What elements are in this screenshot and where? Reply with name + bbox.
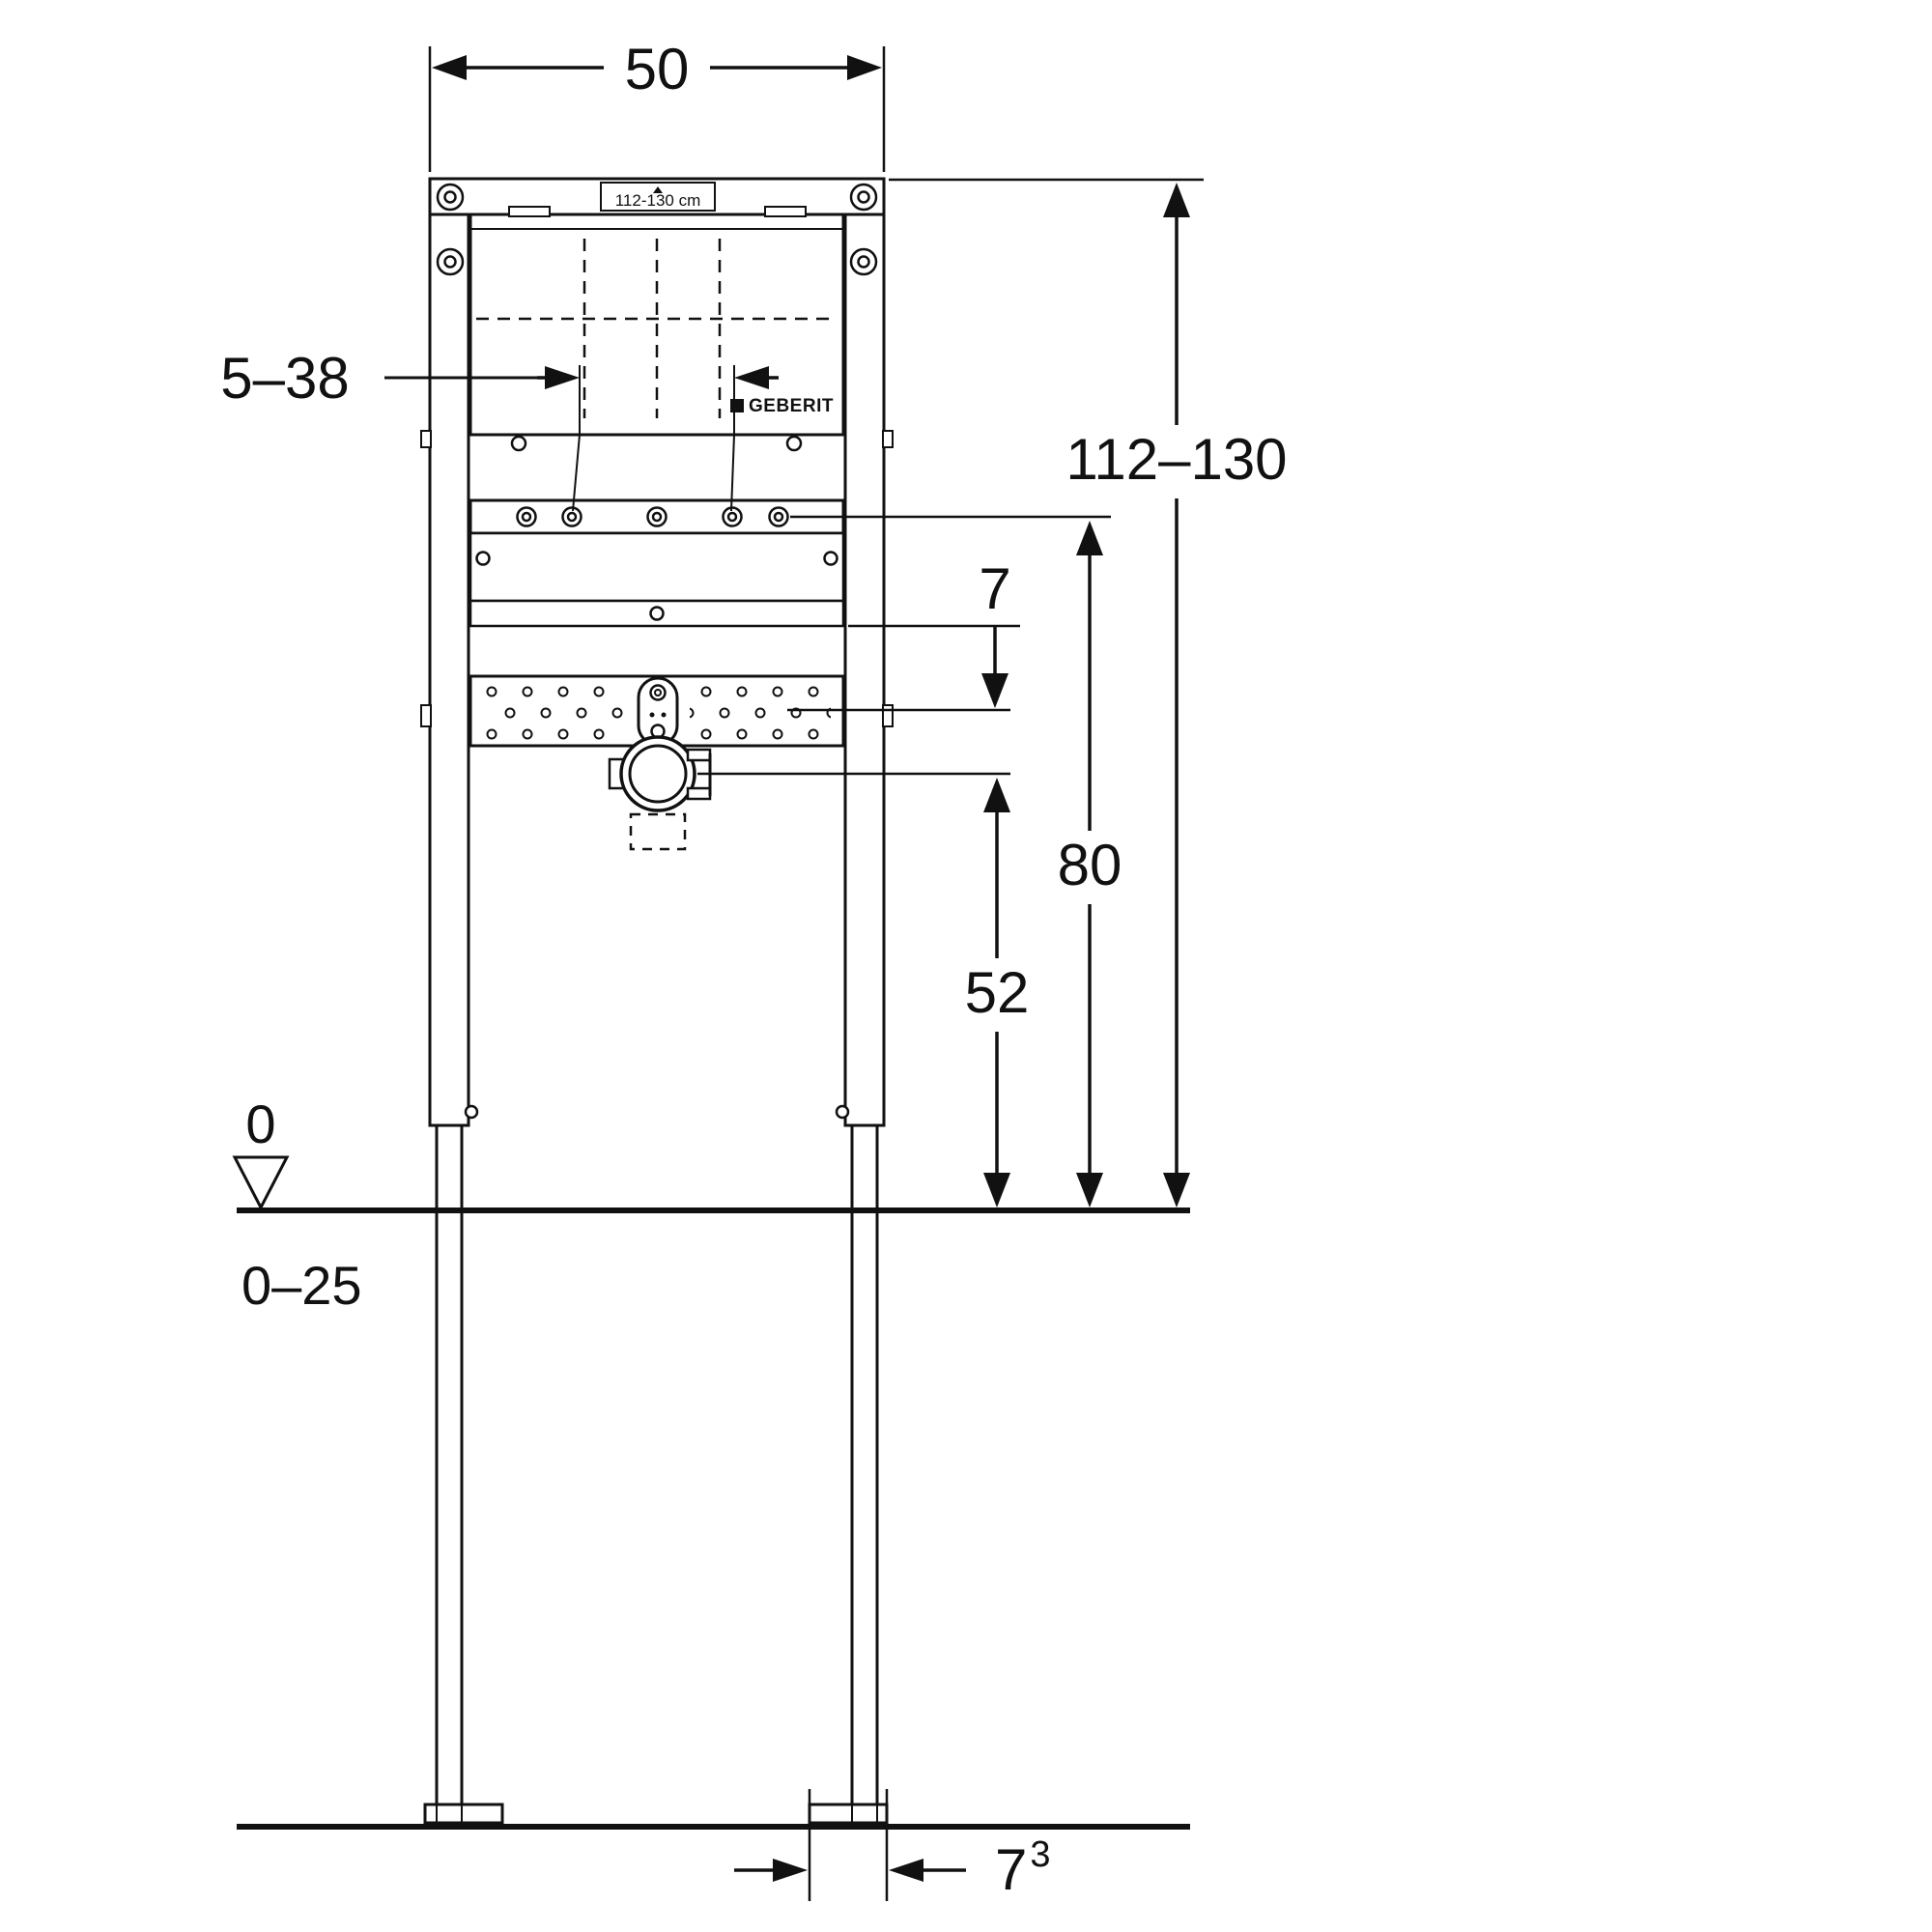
- frame-adjustment-label: 112-130 cm: [615, 191, 701, 210]
- arrow-down-icon: [981, 673, 1009, 708]
- dim-height-range-label: 112–130: [1065, 427, 1287, 492]
- dim-offset-top: [981, 626, 1009, 708]
- floor-buildup-label: 0–25: [242, 1255, 362, 1316]
- left-rail: [428, 177, 470, 1127]
- dim-offset-top-label: 7: [979, 556, 1010, 621]
- arrow-left-icon: [889, 1859, 923, 1882]
- supply-crossbar-holes: [516, 506, 789, 527]
- arrow-right-icon: [545, 366, 580, 389]
- dimension-annotations: [384, 46, 1204, 1901]
- plate-hook-tab-right: [764, 206, 807, 217]
- dim-width-label: 50: [625, 37, 690, 101]
- arrow-right-icon: [773, 1859, 808, 1882]
- brand-logo-text: GEBERIT: [749, 396, 834, 416]
- middle-crossbar: [469, 531, 845, 603]
- level-triangle-icon: [232, 1155, 290, 1211]
- dim-drain-height: [983, 778, 1010, 1208]
- thin-crossbar-hole: [649, 606, 665, 621]
- right-leg-clamp-screw: [835, 1104, 850, 1120]
- arrow-right-icon: [847, 55, 882, 80]
- dim-height-range: [1163, 183, 1190, 1208]
- floor-lines: [232, 1155, 1190, 1830]
- dim-foot-depth-label: 73: [995, 1834, 1051, 1902]
- left-leg: [435, 1123, 464, 1806]
- dim-supply-height-label: 80: [1058, 833, 1122, 897]
- arrow-up-icon: [1076, 521, 1103, 555]
- frame-structure: [420, 177, 894, 1825]
- right-foot: [808, 1803, 889, 1825]
- arrow-down-icon: [983, 1173, 1010, 1208]
- crossbar-screw-left: [475, 551, 491, 566]
- arrow-left-icon: [734, 366, 769, 389]
- left-foot: [423, 1803, 504, 1825]
- arrow-down-icon: [1163, 1173, 1190, 1208]
- plate-hook-tab-left: [508, 206, 551, 217]
- labels: 50 5–38 112–130 7 80 52 0 0–25 73 112-13…: [220, 37, 1287, 1902]
- central-fixing-slot: [637, 676, 679, 747]
- plate-bottom-screw-left: [510, 435, 527, 452]
- dim-drain-height-label: 52: [965, 960, 1030, 1025]
- right-rail: [843, 177, 886, 1127]
- drain-pipe-clamp: [608, 735, 712, 812]
- dim-supply-height: [1076, 521, 1103, 1208]
- arrow-up-icon: [1163, 183, 1190, 217]
- right-leg: [850, 1123, 879, 1806]
- dim-plate-range-label: 5–38: [220, 346, 349, 411]
- rail-tabs: [420, 430, 894, 727]
- floor-zero-label: 0: [245, 1094, 275, 1154]
- plate-adjustment-dashes: [476, 239, 838, 418]
- brand-logo-mark: [730, 399, 744, 412]
- arrow-up-icon: [983, 778, 1010, 812]
- dim-plate-range: [384, 365, 779, 512]
- left-leg-clamp-screw: [464, 1104, 479, 1120]
- adjustment-arrow-icon: [653, 186, 663, 193]
- arrow-down-icon: [1076, 1173, 1103, 1208]
- dim-foot-depth: [734, 1789, 966, 1901]
- corner-screw-holes: [436, 183, 878, 276]
- fastening-holes-left: [483, 682, 626, 740]
- drain-outlet-dashed-outline: [629, 812, 687, 851]
- crossbar-screw-right: [823, 551, 838, 566]
- dim-width: [428, 46, 886, 172]
- arrow-left-icon: [432, 55, 467, 80]
- plate-bottom-screw-right: [785, 435, 803, 452]
